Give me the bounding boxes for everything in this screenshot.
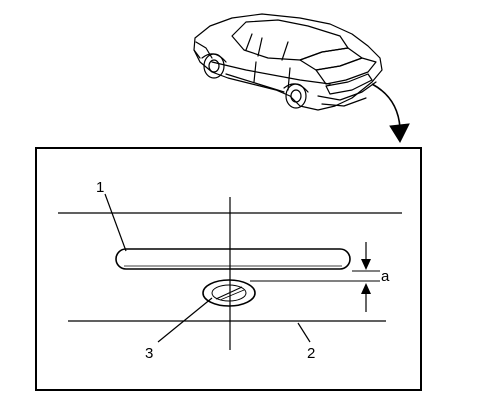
detail-pointer-arrow xyxy=(371,83,410,144)
vehicle-illustration xyxy=(193,13,383,111)
callout-2: 2 xyxy=(307,345,315,362)
dimension-arrow-down xyxy=(361,242,371,270)
callout-1: 1 xyxy=(96,179,104,196)
nameplate-badge xyxy=(115,248,351,270)
callout-a: a xyxy=(381,268,390,285)
leader-line-2 xyxy=(297,322,311,343)
dimension-arrow-up xyxy=(361,283,371,312)
callout-3: 3 xyxy=(145,345,153,362)
leader-line-3 xyxy=(157,297,213,343)
leader-line-1 xyxy=(104,193,127,252)
emblem xyxy=(202,279,256,307)
